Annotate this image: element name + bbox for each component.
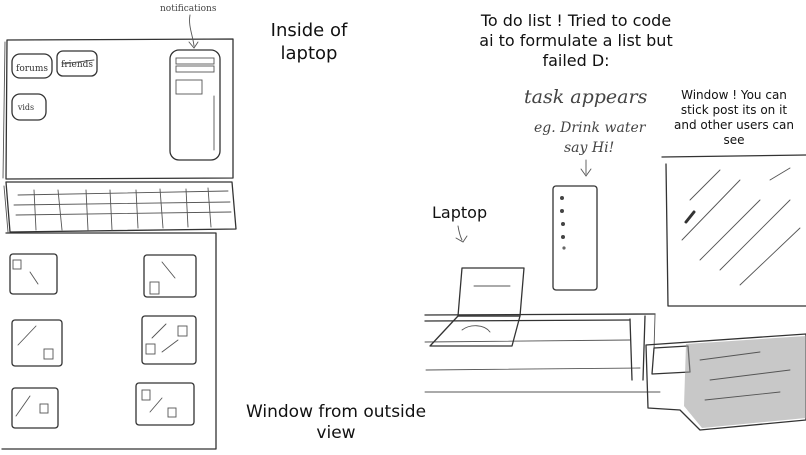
notifications-label: notifications (160, 4, 217, 14)
window-postit-caption: Window ! You can stick post its on it an… (674, 88, 794, 147)
window-outside-sketch (1, 232, 217, 450)
forums-label: forums (16, 64, 48, 74)
window-outside-caption: Window from outside view (245, 402, 427, 444)
bed-sketch (645, 333, 806, 431)
laptop-sketch[interactable] (429, 267, 525, 347)
keyboard-sketch (3, 181, 237, 233)
friends-label: friends (61, 60, 93, 70)
todo-list-board[interactable] (552, 185, 598, 291)
laptop-screen-sketch: forums friends vids notifications (2, 4, 234, 180)
inside-laptop-caption: Inside of laptop (270, 20, 348, 64)
vids-label: vids (17, 103, 34, 112)
task-appears-note: task appears (524, 86, 648, 108)
example-task-note: eg. Drink water (534, 120, 646, 136)
forums-button[interactable]: forums (11, 53, 53, 79)
room-scene-sketch (424, 154, 806, 431)
friends-button[interactable]: friends (56, 50, 98, 77)
notifications-panel[interactable] (169, 49, 221, 161)
todo-caption: To do list ! Tried to code ai to formula… (479, 11, 673, 70)
postit-window[interactable] (661, 154, 806, 307)
say-hi-note: say Hi! (564, 140, 615, 156)
vids-button[interactable]: vids (11, 93, 47, 121)
laptop-caption: Laptop (432, 203, 488, 222)
